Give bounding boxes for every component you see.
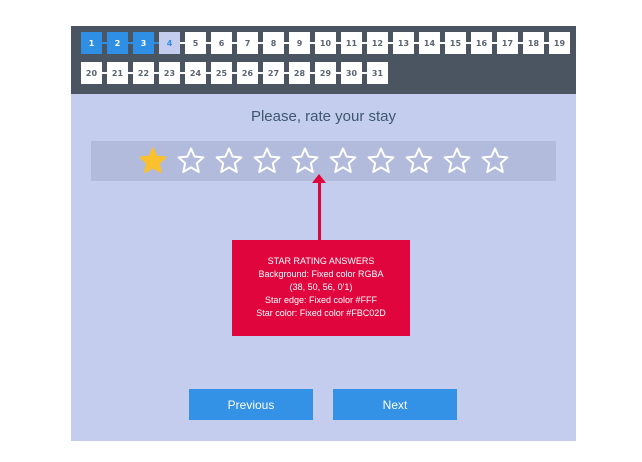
page-button-28[interactable]: 28: [289, 62, 315, 84]
page-button-4[interactable]: 4: [159, 32, 185, 54]
page-button-19[interactable]: 19: [549, 32, 570, 54]
annotation-line: Star edge: Fixed color #FFF: [264, 295, 378, 305]
star-outline-icon[interactable]: [289, 145, 321, 177]
page-button-8[interactable]: 8: [263, 32, 289, 54]
page-button-2[interactable]: 2: [107, 32, 133, 54]
page-button-7[interactable]: 7: [237, 32, 263, 54]
page-button-24[interactable]: 24: [185, 62, 211, 84]
page-button-16[interactable]: 16: [471, 32, 497, 54]
page-button-26[interactable]: 26: [237, 62, 263, 84]
annotation-arrow-head: [312, 174, 326, 183]
star-outline-icon[interactable]: [365, 145, 397, 177]
page-button-31[interactable]: 31: [367, 62, 388, 84]
page-button-17[interactable]: 17: [497, 32, 523, 54]
page-button-30[interactable]: 30: [341, 62, 367, 84]
annotation-arrow-line: [318, 180, 321, 240]
page-button-5[interactable]: 5: [185, 32, 211, 54]
page-button-27[interactable]: 27: [263, 62, 289, 84]
page-button-15[interactable]: 15: [445, 32, 471, 54]
page-button-6[interactable]: 6: [211, 32, 237, 54]
annotation-callout: STAR RATING ANSWERS Background: Fixed co…: [232, 240, 410, 336]
annotation-line: Background: Fixed color RGBA: [258, 269, 384, 279]
page-button-21[interactable]: 21: [107, 62, 133, 84]
page-button-11[interactable]: 11: [341, 32, 367, 54]
page-button-10[interactable]: 10: [315, 32, 341, 54]
star-outline-icon[interactable]: [441, 145, 473, 177]
page-button-14[interactable]: 14: [419, 32, 445, 54]
star-outline-icon[interactable]: [479, 145, 511, 177]
star-outline-icon[interactable]: [213, 145, 245, 177]
page-button-22[interactable]: 22: [133, 62, 159, 84]
star-outline-icon[interactable]: [175, 145, 207, 177]
annotation-line: (38, 50, 56, 0'1): [289, 282, 353, 292]
star-outline-icon[interactable]: [251, 145, 283, 177]
annotation-line: Star color: Fixed color #FBC02D: [256, 308, 386, 318]
star-outline-icon[interactable]: [403, 145, 435, 177]
annotation-line: STAR RATING ANSWERS: [267, 256, 375, 266]
page-button-3[interactable]: 3: [133, 32, 159, 54]
page-button-23[interactable]: 23: [159, 62, 185, 84]
page-button-20[interactable]: 20: [81, 62, 107, 84]
page-button-18[interactable]: 18: [523, 32, 549, 54]
star-filled-icon[interactable]: [137, 145, 169, 177]
page-button-9[interactable]: 9: [289, 32, 315, 54]
page-button-29[interactable]: 29: [315, 62, 341, 84]
page-button-12[interactable]: 12: [367, 32, 393, 54]
page-button-25[interactable]: 25: [211, 62, 237, 84]
question-title: Please, rate your stay: [250, 108, 397, 125]
page-button-13[interactable]: 13: [393, 32, 419, 54]
page-button-1[interactable]: 1: [81, 32, 107, 54]
star-outline-icon[interactable]: [327, 145, 359, 177]
next-button[interactable]: Next: [333, 389, 457, 420]
previous-button[interactable]: Previous: [189, 389, 313, 420]
